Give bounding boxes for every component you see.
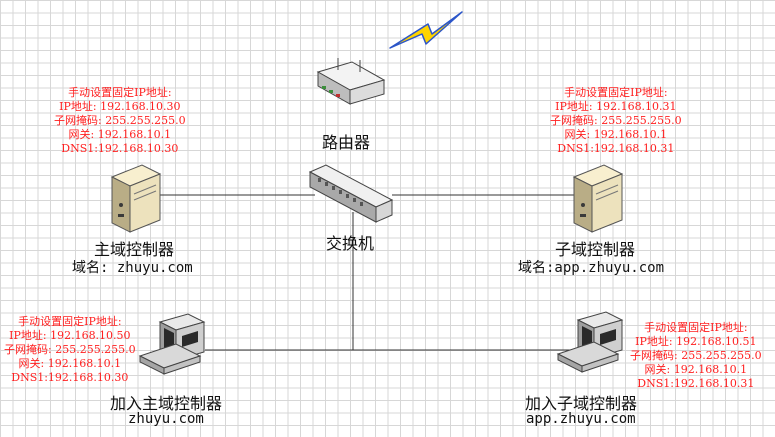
config-line: 网关: 192.168.10.1 [68, 128, 172, 141]
main-dc-ip-config: 手动设置固定IP地址: IP地址: 192.168.10.30 子网掩码: 25… [54, 86, 186, 156]
lightning-icon [389, 11, 463, 49]
child-dc-server-icon [572, 164, 624, 233]
main-dc-name: 主域控制器 [94, 240, 175, 259]
config-line: 网关: 192.168.10.1 [18, 357, 122, 370]
join-child-domain: app.zhuyu.com [526, 411, 636, 427]
config-line: DNS1:192.168.10.31 [637, 377, 755, 390]
child-dc-name: 子域控制器 [555, 240, 636, 259]
config-line: 手动设置固定IP地址: [644, 321, 748, 334]
config-line: 手动设置固定IP地址: [18, 315, 122, 328]
join-main-workstation-icon [138, 313, 206, 375]
config-line: 手动设置固定IP地址: [564, 86, 668, 99]
join-main-ip-config: 手动设置固定IP地址: IP地址: 192.168.10.50 子网掩码: 25… [4, 315, 136, 385]
config-line: IP地址: 192.168.10.51 [635, 335, 757, 348]
config-line: DNS1:192.168.10.31 [557, 142, 675, 155]
config-line: 网关: 192.168.10.1 [564, 128, 668, 141]
config-line: DNS1:192.168.10.30 [11, 371, 129, 384]
router-label: 路由器 [322, 133, 371, 152]
connections [158, 194, 575, 351]
config-line: IP地址: 192.168.10.30 [59, 100, 181, 113]
child-dc-domain: 域名:app.zhuyu.com [518, 260, 665, 276]
config-line: 手动设置固定IP地址: [68, 86, 172, 99]
main-dc-server-icon [110, 164, 162, 233]
switch-icon [308, 164, 394, 223]
switch-label: 交换机 [326, 234, 375, 253]
child-dc-ip-config: 手动设置固定IP地址: IP地址: 192.168.10.31 子网掩码: 25… [550, 86, 682, 156]
config-line: 子网掩码: 255.255.255.0 [550, 114, 682, 127]
main-dc-domain: 域名: zhuyu.com [72, 260, 193, 276]
config-line: IP地址: 192.168.10.31 [555, 100, 677, 113]
join-child-name: 加入子域控制器 [525, 394, 638, 413]
join-child-workstation-icon [556, 311, 624, 373]
router-icon [316, 58, 386, 105]
config-line: 网关: 192.168.10.1 [644, 363, 748, 376]
join-child-ip-config: 手动设置固定IP地址: IP地址: 192.168.10.51 子网掩码: 25… [630, 321, 762, 391]
config-line: 子网掩码: 255.255.255.0 [630, 349, 762, 362]
config-line: 子网掩码: 255.255.255.0 [4, 343, 136, 356]
join-main-domain: zhuyu.com [128, 411, 204, 427]
config-line: IP地址: 192.168.10.50 [9, 329, 131, 342]
config-line: DNS1:192.168.10.30 [61, 142, 179, 155]
config-line: 子网掩码: 255.255.255.0 [54, 114, 186, 127]
join-main-name: 加入主域控制器 [110, 394, 223, 413]
